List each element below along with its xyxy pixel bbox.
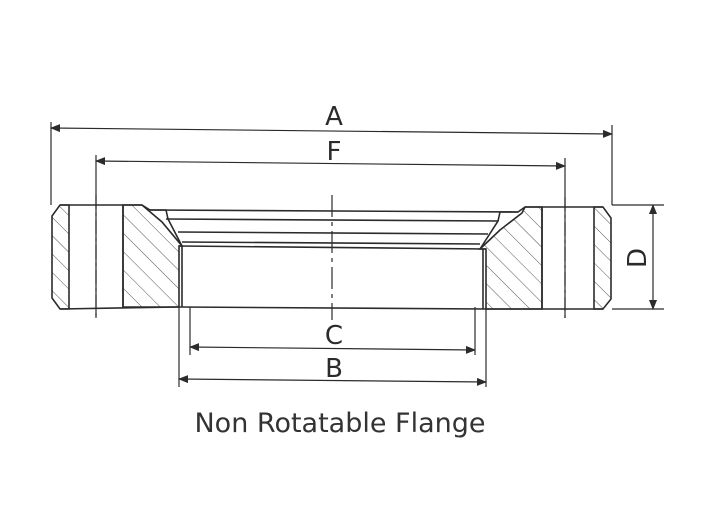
dimension-d-label: D	[623, 248, 653, 268]
dimension-a-line	[50, 124, 613, 138]
dimension-f-line	[95, 157, 566, 170]
left-body-section	[122, 204, 184, 308]
left-outer-section	[51, 204, 70, 310]
right-body-section	[477, 206, 543, 310]
dimension-b-line	[178, 375, 487, 386]
right-outer-section	[593, 206, 612, 310]
dimension-b-label: B	[325, 354, 343, 384]
dimension-c-line	[189, 343, 476, 354]
dimension-a-label: A	[325, 102, 343, 132]
dimension-c-label: C	[325, 321, 343, 351]
figure-caption: Non Rotatable Flange	[194, 408, 486, 439]
bolt-hole-axes	[95, 195, 566, 320]
dimension-f-label: F	[327, 137, 342, 167]
dimension-lines	[50, 124, 657, 386]
